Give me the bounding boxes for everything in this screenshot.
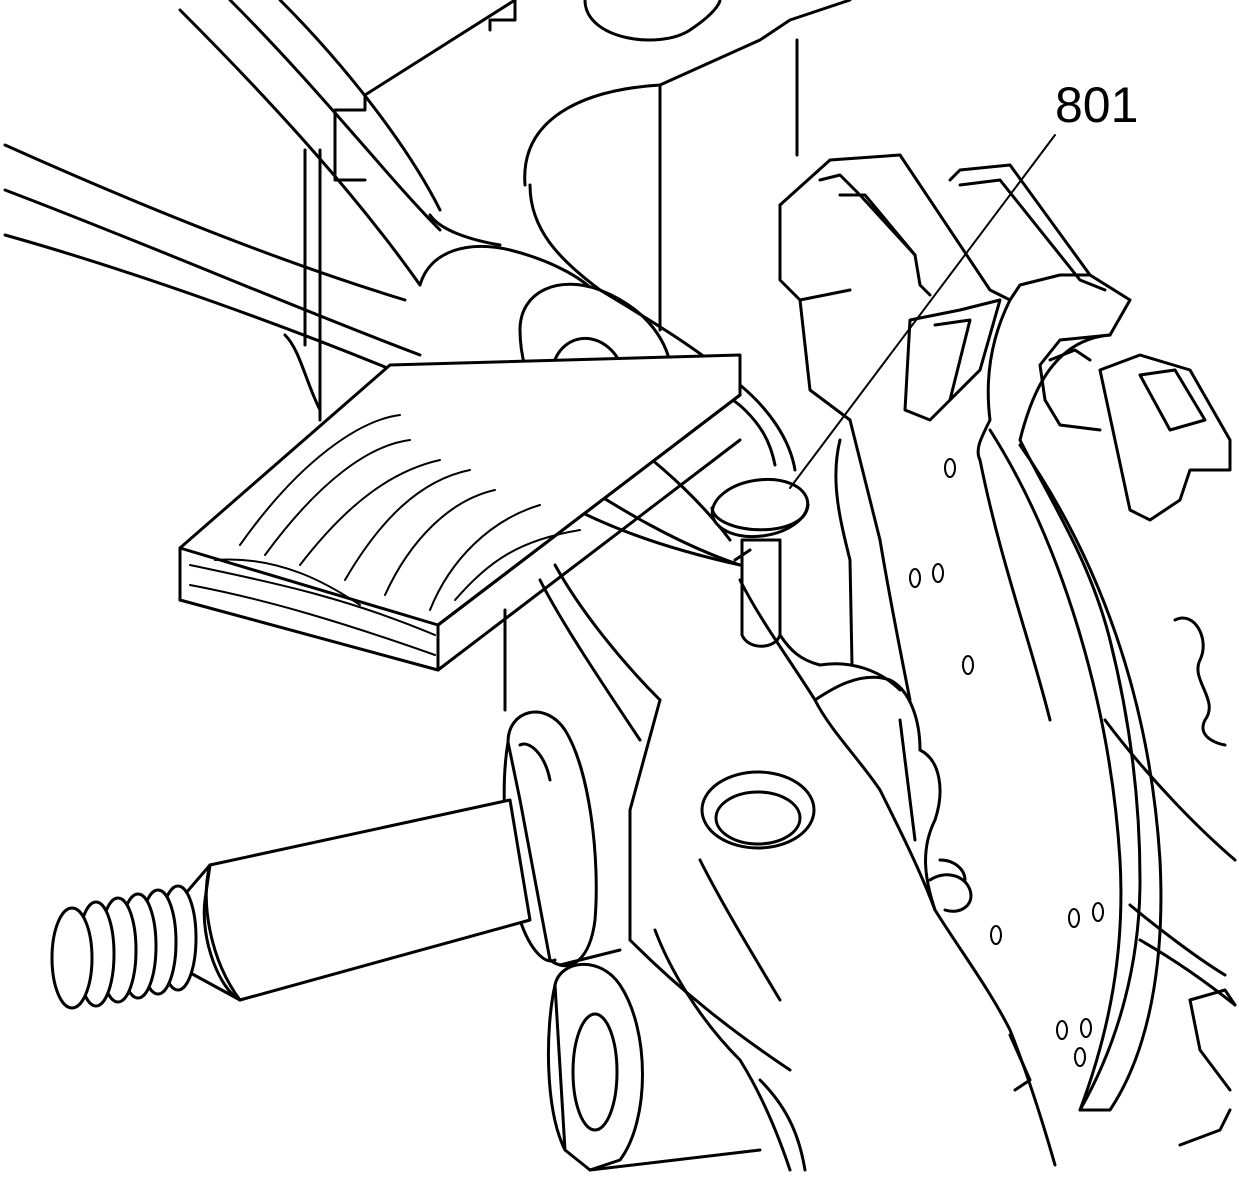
plate-hole — [962, 655, 974, 675]
callout-801: 801 — [789, 77, 1138, 489]
lever-hole — [700, 770, 816, 850]
bushing-bore — [571, 1012, 619, 1132]
wood-block — [178, 353, 742, 672]
leader-line — [789, 134, 1056, 489]
rivet-pin-801 — [710, 477, 810, 648]
plate-hole — [1068, 908, 1080, 928]
connector-assembly — [778, 153, 1232, 522]
main-plate — [834, 298, 1237, 1147]
housing-upper — [283, 0, 852, 422]
plate-hole — [1056, 1020, 1068, 1040]
callout-label: 801 — [1055, 77, 1138, 133]
plate-hole — [1092, 902, 1104, 922]
plate-hole — [1074, 1047, 1086, 1067]
threaded-stud — [50, 798, 532, 1010]
plate-hole — [1080, 1018, 1092, 1038]
cam-lever — [503, 563, 1057, 1172]
plate-hole — [909, 568, 921, 588]
bushings — [502, 710, 762, 1172]
plate-hole — [932, 563, 944, 583]
plate-hole — [944, 458, 956, 478]
plate-hole — [990, 925, 1002, 945]
